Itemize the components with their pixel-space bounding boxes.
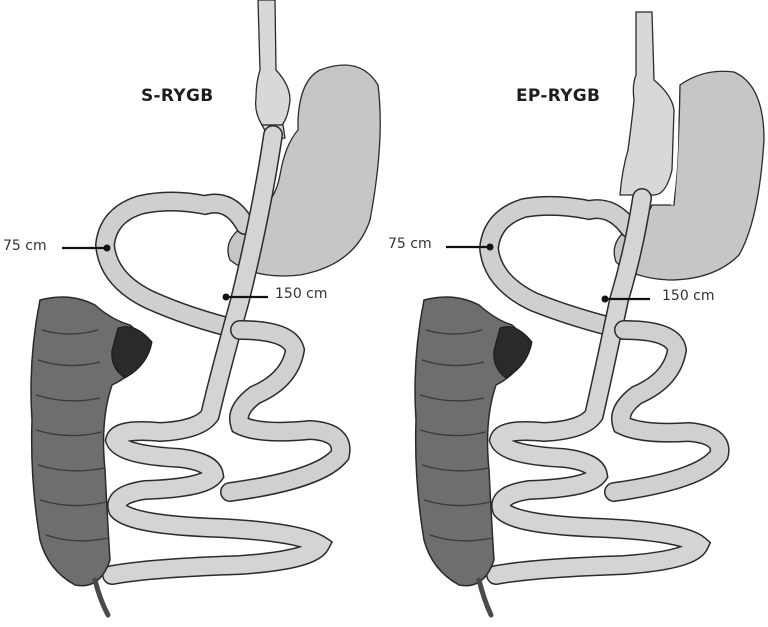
panel-ep-rygb: EP-RYGB 75 cm 150 cm [384,0,768,627]
panel-title: S-RYGB [141,86,214,106]
biliopancreatic-limb-label: 75 cm [3,238,47,254]
s-rygb-anatomy-illustration [30,0,381,618]
excluded-stomach [613,70,765,281]
esophagus [254,0,291,126]
ep-rygb-anatomy-illustration [414,11,765,618]
panel-title: EP-RYGB [516,86,601,106]
colon-lumen [493,326,533,379]
marker-dot-75cm [103,244,111,252]
marker-dot-150cm [222,293,230,301]
panel-s-rygb: S-RYGB 75 cm 150 cm [3,0,381,618]
appendix [92,577,111,618]
alimentary-limb-label: 150 cm [275,286,328,302]
colon-lumen [111,326,153,379]
alimentary-limb-label: 150 cm [662,288,715,304]
biliopancreatic-limb-label: 75 cm [388,236,432,252]
marker-dot-75cm [486,243,494,251]
marker-dot-150cm [601,295,609,303]
appendix [476,577,494,618]
esophagus [619,11,675,196]
